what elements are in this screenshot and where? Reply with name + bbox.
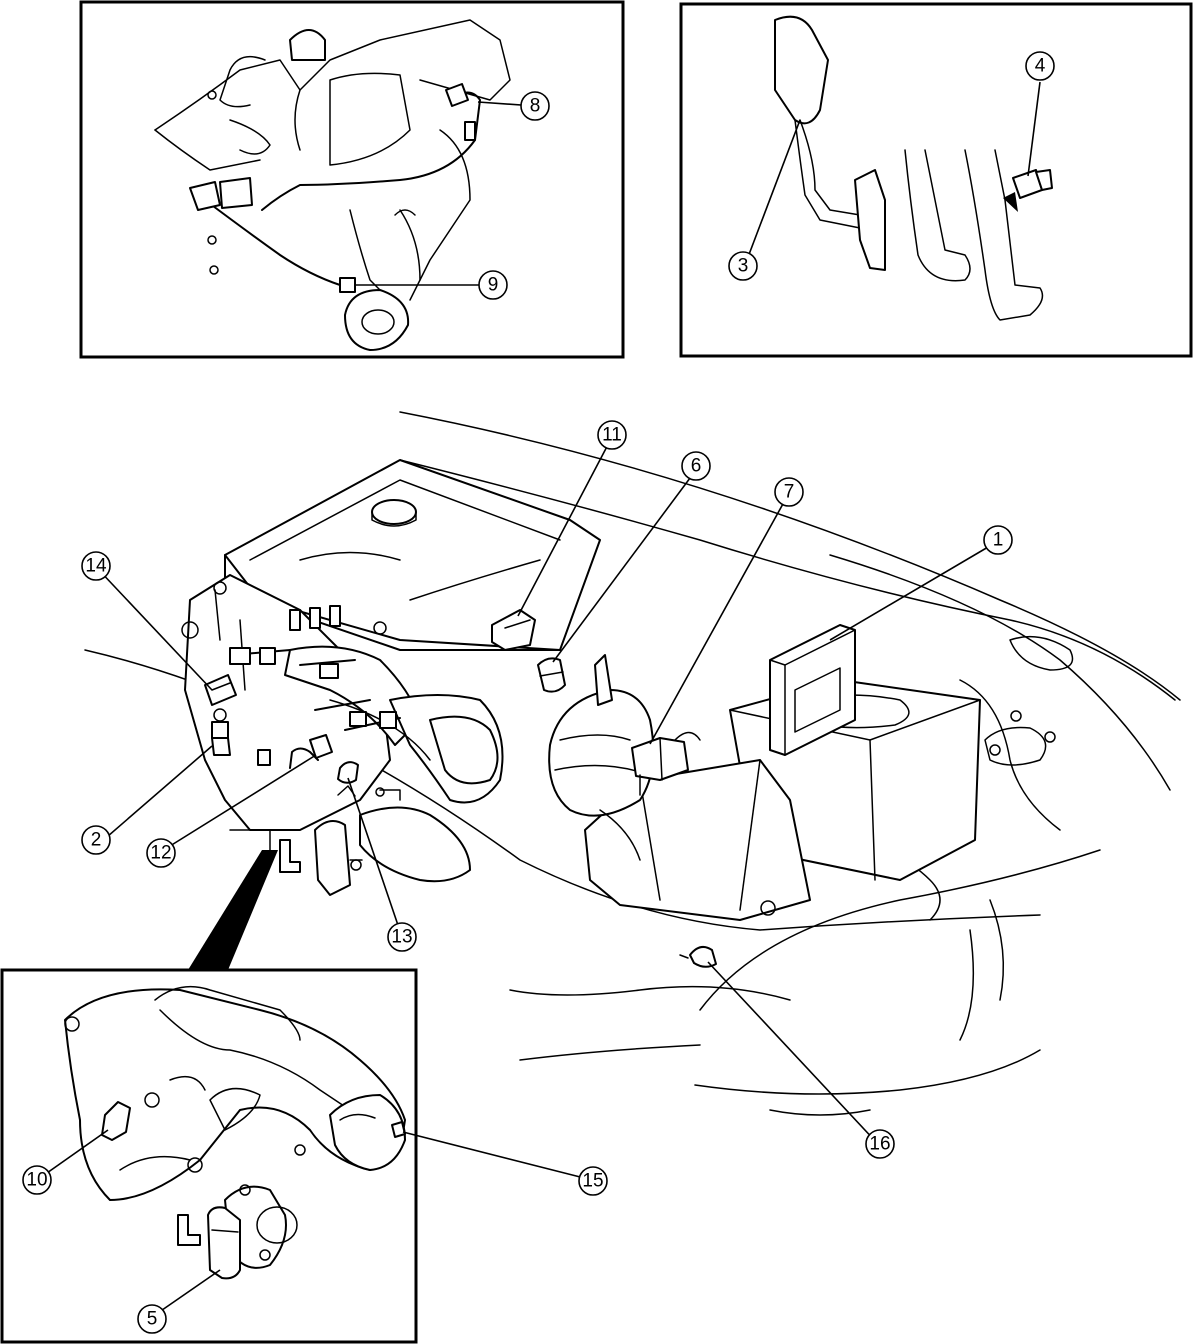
callout-label: 3: [738, 256, 749, 277]
callout-6: 6: [681, 451, 711, 481]
callout-3: 3: [728, 251, 758, 281]
callout-label: 15: [582, 1171, 603, 1192]
callout-label: 8: [530, 96, 541, 117]
main-engine-bay-view: [84, 411, 1181, 1116]
callout-5: 5: [137, 1304, 167, 1334]
callout-label: 9: [488, 275, 499, 296]
callout-label: 5: [147, 1309, 158, 1330]
callout-1: 1: [983, 525, 1013, 555]
inset-engine-top: [79, 0, 625, 359]
purge-valve: [391, 1121, 406, 1138]
callout-12: 12: [146, 838, 176, 868]
callout-label: 1: [993, 530, 1004, 551]
cam-sensor-connector: [204, 674, 237, 706]
callout-label: 10: [26, 1170, 47, 1191]
throttle-position-sensor: [207, 1206, 241, 1280]
callout-8: 8: [520, 91, 550, 121]
callout-label: 11: [602, 425, 622, 446]
callout-7: 7: [774, 477, 804, 507]
callout-15: 15: [578, 1166, 608, 1196]
callout-label: 4: [1035, 56, 1046, 77]
knock-sensor: [337, 761, 359, 797]
callout-label: 7: [784, 482, 795, 503]
callout-9: 9: [478, 270, 508, 300]
callout-4: 4: [1025, 51, 1055, 81]
callout-label: 14: [85, 556, 107, 577]
callout-14: 14: [81, 551, 111, 581]
inset-intake-manifold: [0, 968, 418, 1344]
air-flow-sensor-component: [537, 657, 566, 693]
callout-11: 11: [597, 420, 627, 450]
oil-pressure-switch: [211, 708, 231, 756]
callout-label: 13: [391, 927, 412, 948]
callout-2: 2: [81, 825, 111, 855]
callout-10: 10: [22, 1165, 52, 1195]
tpms-connector: [679, 945, 717, 968]
callout-16: 16: [865, 1129, 895, 1159]
air-cleaner-connector: [631, 731, 701, 796]
callout-label: 12: [150, 843, 171, 864]
callout-label: 2: [91, 830, 102, 851]
crank-sensor-harness: [289, 734, 333, 769]
inset-pedal-area: [679, 2, 1193, 358]
bracket-sensor: [491, 609, 536, 651]
callout-label: 16: [869, 1134, 890, 1155]
pcm-module: [769, 624, 856, 756]
callout-13: 13: [387, 922, 417, 952]
leader-lines: [36, 81, 1041, 1318]
callout-label: 6: [691, 456, 702, 477]
inset-pointer: [188, 850, 278, 970]
